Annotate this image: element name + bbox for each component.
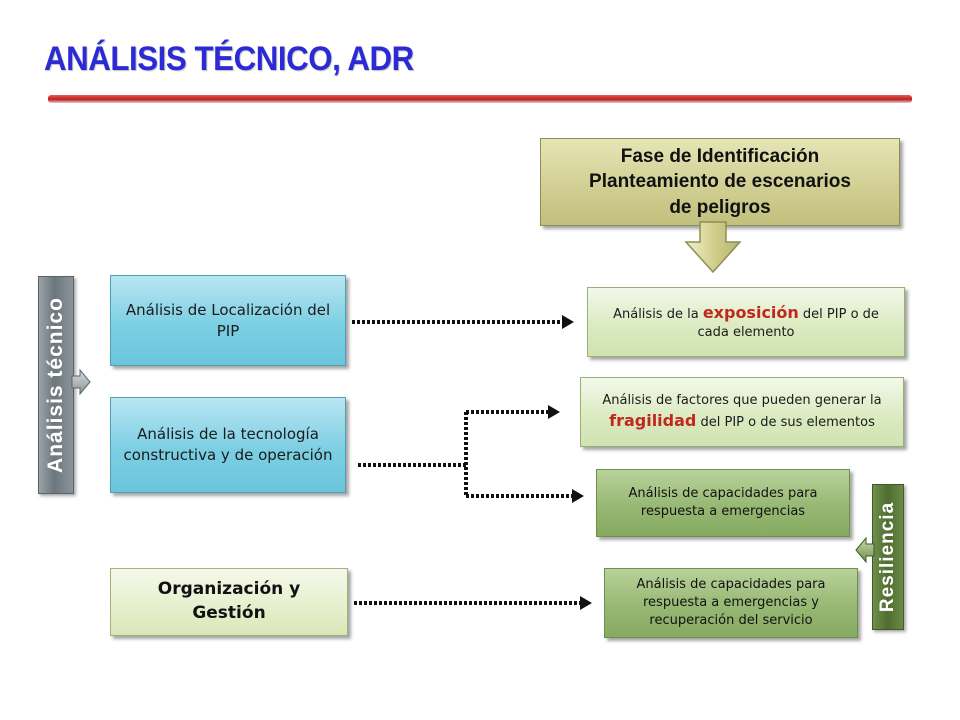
arrowhead-localizacion-icon	[562, 315, 574, 329]
box-exposicion-emphasis: exposición	[702, 302, 799, 322]
side-label-analisis-tecnico: Análisis técnico	[38, 276, 74, 494]
box-capacidades: Análisis de capacidades para respuesta a…	[596, 469, 850, 537]
phase-line-2: Planteamiento de escenarios	[589, 171, 851, 193]
page-title: ANÁLISIS TÉCNICO, ADR	[44, 40, 414, 78]
box-fragilidad-emphasis: fragilidad	[609, 410, 697, 430]
title-underline	[48, 95, 912, 103]
box-fragilidad-post: del PIP o de sus elementos	[696, 414, 875, 430]
box-tecnologia-text: Análisis de la tecnología constructiva y…	[123, 425, 333, 464]
box-exposicion: Análisis de la exposición del PIP o de c…	[587, 287, 905, 357]
box-recuperacion: Análisis de capacidades para respuesta a…	[604, 568, 858, 638]
box-capacidades-text: Análisis de capacidades para respuesta a…	[628, 485, 818, 519]
box-recuperacion-text: Análisis de capacidades para respuesta a…	[636, 576, 826, 629]
arrowhead-fragilidad-icon	[548, 405, 560, 419]
phase-line-3: de peligros	[669, 196, 771, 218]
box-exposicion-pre: Análisis de la	[613, 306, 703, 322]
side-arrow-right-icon	[855, 536, 875, 564]
box-localizacion: Análisis de Localización del PIP	[110, 275, 346, 366]
side-arrow-left-icon	[71, 368, 91, 396]
box-fragilidad: Análisis de factores que pueden generar …	[580, 377, 904, 447]
side-label-resiliencia: Resiliencia	[872, 484, 904, 630]
box-organizacion-text: Organización y Gestión	[157, 579, 301, 623]
down-arrow-icon	[684, 221, 742, 274]
phase-box: Fase de Identificación Planteamiento de …	[540, 138, 900, 226]
box-tecnologia: Análisis de la tecnología constructiva y…	[110, 397, 346, 493]
phase-line-1: Fase de Identificación	[620, 145, 820, 167]
arrowhead-organizacion-icon	[580, 596, 592, 610]
arrowhead-capacidades-icon	[572, 489, 584, 503]
box-localizacion-text: Análisis de Localización del PIP	[125, 300, 331, 340]
box-organizacion: Organización y Gestión	[110, 568, 348, 636]
box-fragilidad-pre: Análisis de factores que pueden generar …	[602, 392, 882, 408]
box-exposicion-post: del PIP o de cada elemento	[697, 306, 879, 341]
